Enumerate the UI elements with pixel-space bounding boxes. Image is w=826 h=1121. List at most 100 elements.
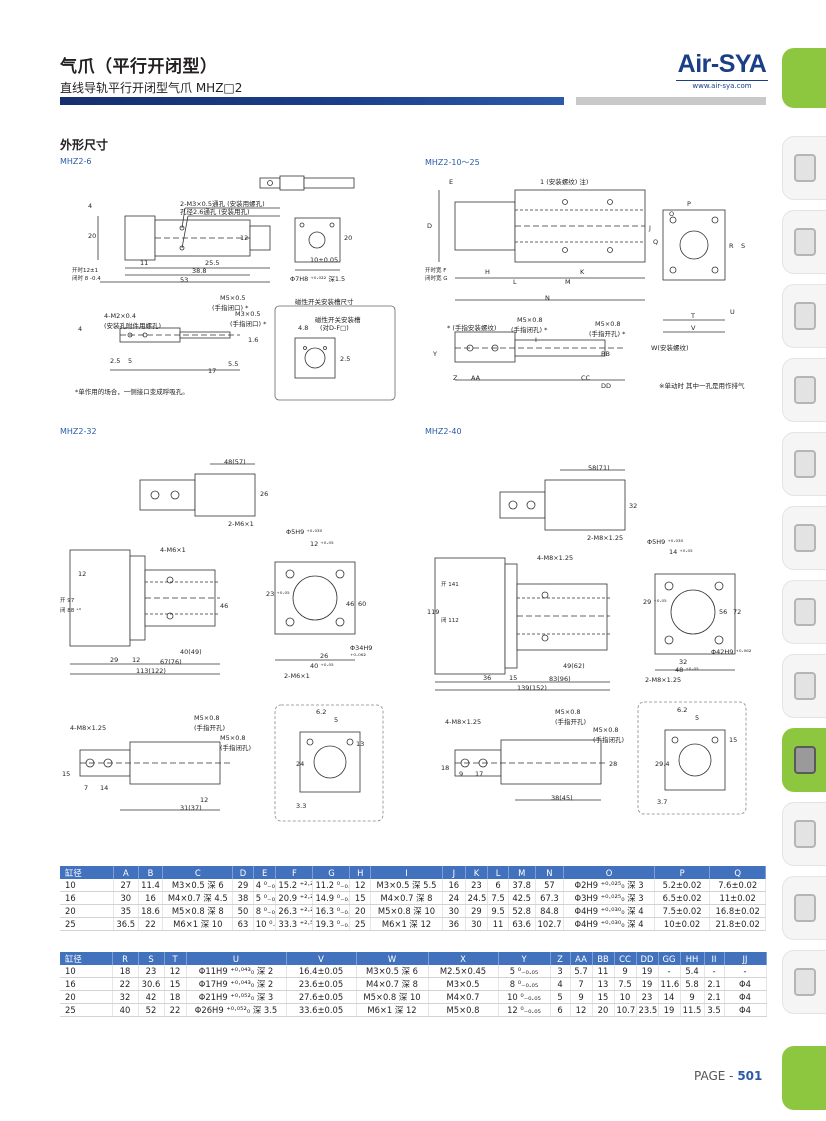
table-cell: 15 bbox=[164, 977, 187, 991]
table-cell: 20 bbox=[60, 904, 114, 918]
d40-phi42: Φ42H9 ⁺⁰·⁰⁶² bbox=[711, 648, 752, 656]
table-cell: Φ3H9 ⁺⁰·⁰²⁵₀ 深 3 bbox=[563, 891, 655, 905]
table-cell: 26.3 ⁺²·²₋₀.₂ bbox=[275, 904, 314, 918]
table-cell: 14 bbox=[658, 990, 681, 1004]
d6-dim-12: 12 bbox=[240, 234, 249, 242]
silencer-icon bbox=[793, 820, 816, 848]
table-cell: 9 bbox=[680, 990, 705, 1004]
d40-dim-29: 29 ⁺⁰·⁰⁵ bbox=[643, 598, 667, 606]
table-cell: M5×0.8 深 8 bbox=[162, 904, 234, 918]
d10-dim-S: S bbox=[741, 242, 746, 250]
brand-logo: Air-SYA www.air-sya.com bbox=[672, 50, 772, 90]
valve-icon bbox=[793, 450, 816, 478]
side-tab-cylinder[interactable] bbox=[782, 506, 826, 570]
table-cell: M3×0.5 深 5.5 bbox=[370, 879, 443, 892]
table-cell: 16.3 ⁰₋₀.₇ bbox=[312, 904, 351, 918]
table-cell: Φ21H9 ⁺⁰·⁰⁵²₀ 深 3 bbox=[186, 990, 287, 1004]
d32-dim-60: 60 bbox=[358, 600, 367, 608]
d32-dim-13: 13 bbox=[356, 740, 365, 748]
table-cell: 67.3 bbox=[535, 891, 565, 905]
table-cell: Φ4 bbox=[724, 1003, 767, 1017]
table-cell: 63 bbox=[232, 917, 254, 931]
side-tab-bottom[interactable] bbox=[782, 1046, 826, 1110]
table-cell: M4×0.7 深 8 bbox=[370, 891, 443, 905]
table-cell: 15 bbox=[349, 891, 372, 905]
regulator-icon bbox=[793, 598, 816, 626]
table-cell: 10 bbox=[60, 965, 113, 978]
side-tab-top[interactable] bbox=[782, 48, 826, 108]
spec-table2-col-header: JJ bbox=[724, 952, 767, 965]
side-tab-filter-regulator[interactable] bbox=[782, 136, 826, 200]
side-tab-fitting[interactable] bbox=[782, 284, 826, 348]
table-cell: 5.8 bbox=[680, 977, 705, 991]
d40-dim-58: 58(71) bbox=[588, 464, 610, 472]
side-tab-lubricator[interactable] bbox=[782, 654, 826, 718]
d6-dim-25-5: 25.5 bbox=[205, 259, 220, 267]
table-cell: 11.5 bbox=[680, 1003, 705, 1017]
table-cell: - bbox=[724, 965, 767, 978]
side-tab-regulator[interactable] bbox=[782, 580, 826, 644]
d32-dim-40-49: 40(49) bbox=[180, 648, 202, 656]
side-tab-elbow[interactable] bbox=[782, 358, 826, 422]
table-cell: 23 bbox=[465, 879, 489, 892]
table-cell: 23 bbox=[636, 990, 659, 1004]
table-cell: 6 bbox=[550, 1003, 571, 1017]
d6-m5-label: M5×0.5 bbox=[220, 294, 246, 302]
table-cell: 10 ⁰₋₀.₀₅ bbox=[498, 990, 551, 1004]
table-cell: Φ4 bbox=[724, 977, 767, 991]
d10-label-mount-thread: 1 (安装螺纹) 注) bbox=[540, 178, 589, 186]
table-cell: 11.4 bbox=[138, 879, 164, 892]
table-cell: M6×1 深 12 bbox=[370, 917, 443, 931]
side-tab-gripper[interactable] bbox=[782, 728, 826, 792]
model-label-mhz2-6: MHZ2-6 bbox=[60, 157, 92, 166]
d10-dim-V: V bbox=[691, 324, 696, 332]
spec-table1-col-header: L bbox=[487, 866, 509, 879]
d32-dim-29: 29 bbox=[110, 656, 119, 664]
d32-dim-23: 23 ⁺⁰·⁰⁵ bbox=[266, 590, 290, 598]
table-cell: 6.5±0.02 bbox=[654, 891, 711, 905]
d40-dim-15b: 15 bbox=[729, 736, 738, 744]
d10-dim-K: K bbox=[580, 268, 585, 276]
d40-dim-56: 56 bbox=[719, 608, 728, 616]
logo-text: Air-SYA bbox=[677, 50, 767, 78]
table-cell: Φ4 bbox=[724, 990, 767, 1004]
d10-dim-E: E bbox=[449, 178, 454, 186]
d10-dim-DD: DD bbox=[601, 382, 612, 390]
spec-table2-col-header: CC bbox=[614, 952, 637, 965]
d32-dim-26: 26 bbox=[260, 490, 269, 498]
d10-dim-BB: BB bbox=[601, 350, 610, 358]
table-cell: M5×0.8 深 10 bbox=[370, 904, 443, 918]
spec-table2-col-header: Y bbox=[498, 952, 551, 965]
spec-table1-col-header: J bbox=[442, 866, 466, 879]
side-tab-muffler[interactable] bbox=[782, 876, 826, 940]
d40-dim-14: 14 ⁺⁰·⁰⁵ bbox=[669, 548, 693, 556]
table-cell: 9 bbox=[614, 965, 637, 978]
table-cell: 33.6±0.05 bbox=[286, 1003, 357, 1017]
d6-open-width: 开时12±1 bbox=[72, 268, 99, 274]
d6-m2-label: 4-M2×0.4 bbox=[104, 312, 137, 320]
d6-dim-2-5: 2.5 bbox=[110, 357, 121, 365]
d6-dim-53: 53 bbox=[180, 276, 189, 284]
table-cell: 102.7 bbox=[535, 917, 565, 931]
table-cell: 5 bbox=[550, 990, 571, 1004]
table-cell: 20 bbox=[592, 1003, 615, 1017]
spec-table2-col-header: S bbox=[138, 952, 165, 965]
d40-dim-83: 83(96) bbox=[549, 675, 571, 683]
d32-phi5: Φ5H9 ⁺⁰·⁰³⁰ bbox=[286, 528, 323, 536]
side-tab-filter[interactable] bbox=[782, 210, 826, 274]
table-cell: 18 bbox=[164, 990, 187, 1004]
side-tab-silencer[interactable] bbox=[782, 802, 826, 866]
side-tab-tube[interactable] bbox=[782, 950, 826, 1014]
d10-dim-O: O bbox=[669, 210, 675, 218]
d10-dim-M: M bbox=[565, 278, 571, 286]
d6-dim-5-5: 5.5 bbox=[228, 360, 239, 368]
table-cell: 2.1 bbox=[704, 977, 725, 991]
side-tab-valve[interactable] bbox=[782, 432, 826, 496]
d10-m5-open: M5×0.8 bbox=[595, 320, 621, 328]
